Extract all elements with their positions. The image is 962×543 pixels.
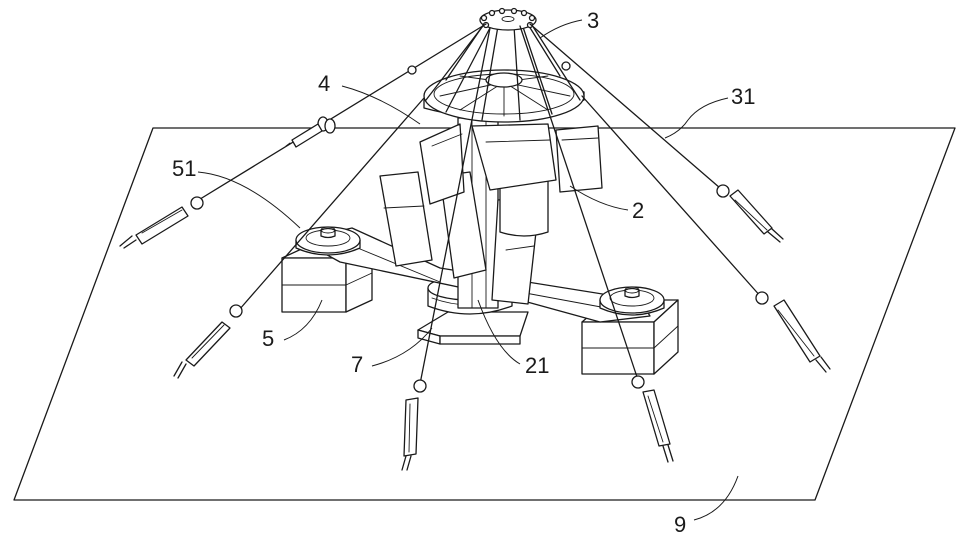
label-7: 7 bbox=[351, 352, 363, 377]
rotor-assembly bbox=[379, 117, 603, 309]
label-9: 9 bbox=[674, 512, 686, 537]
label-21: 21 bbox=[525, 353, 549, 378]
turnbuckle-1 bbox=[285, 123, 323, 148]
reference-labels: 3 31 4 51 2 5 7 21 9 bbox=[172, 8, 755, 537]
pulley-left bbox=[295, 226, 361, 256]
turnbuckle-7 bbox=[716, 184, 784, 243]
blade-upper-right bbox=[555, 125, 603, 193]
turnbuckle-5 bbox=[631, 375, 674, 463]
label-31: 31 bbox=[731, 84, 755, 109]
label-4: 4 bbox=[318, 71, 330, 96]
blade-lower-left bbox=[379, 171, 433, 267]
blade-upper-left bbox=[419, 123, 465, 205]
pulley-right bbox=[599, 286, 665, 316]
base-slab bbox=[417, 311, 529, 345]
turnbuckle-3 bbox=[173, 304, 243, 379]
turnbuckle-2 bbox=[119, 196, 204, 249]
label-5: 5 bbox=[262, 326, 274, 351]
cable-2 bbox=[238, 97, 425, 311]
cable-5 bbox=[581, 95, 763, 299]
top-hub bbox=[423, 7, 585, 123]
ground-plane bbox=[13, 127, 956, 501]
label-51: 51 bbox=[172, 156, 196, 181]
label-2: 2 bbox=[632, 198, 644, 223]
cable-3 bbox=[419, 27, 491, 385]
cable-4 bbox=[519, 25, 639, 381]
turnbuckle-6 bbox=[755, 291, 831, 373]
leader-lines bbox=[197, 19, 739, 521]
cable-6 bbox=[529, 23, 721, 189]
label-3: 3 bbox=[587, 8, 599, 33]
turnbuckle-4 bbox=[401, 379, 427, 471]
cable-1 bbox=[191, 23, 487, 205]
guy-cables bbox=[191, 23, 763, 385]
